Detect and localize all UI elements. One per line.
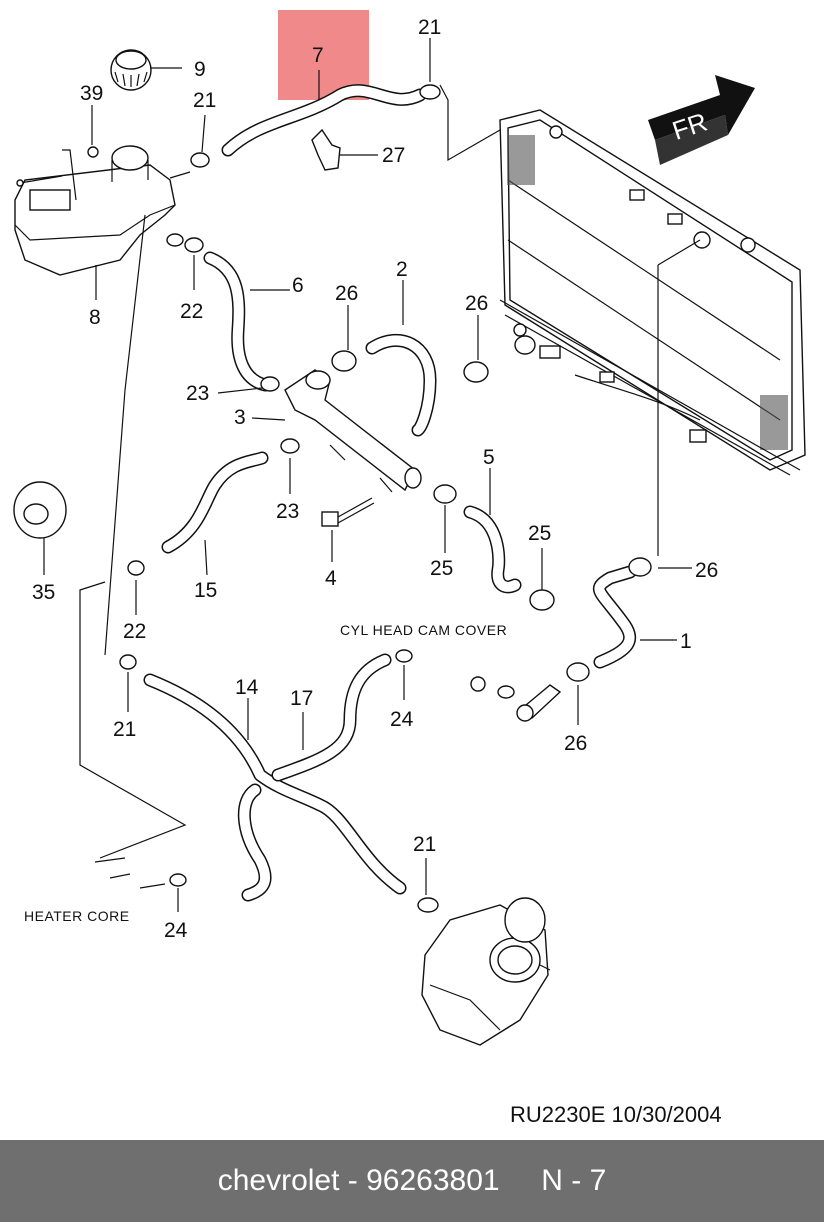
callout-27: 27 xyxy=(382,144,405,167)
water-outlet-pipe xyxy=(284,369,422,493)
callout-21: 21 xyxy=(418,16,441,39)
thermostat-housing xyxy=(470,676,562,722)
front-direction-arrow: FR xyxy=(648,75,755,165)
callout-2: 2 xyxy=(396,258,408,281)
radiator xyxy=(499,109,806,476)
callout-26: 26 xyxy=(465,292,488,315)
callout-26: 26 xyxy=(335,282,358,305)
footer-bar: chevrolet - 96263801 N - 7 xyxy=(0,1140,824,1222)
hose-clamps xyxy=(119,84,652,913)
reservoir-cap xyxy=(110,49,152,91)
heater-core-note: HEATER CORE xyxy=(24,908,130,924)
callout-26: 26 xyxy=(564,732,587,755)
callout-6: 6 xyxy=(292,274,304,297)
heater-core-outline xyxy=(79,581,187,859)
callout-26: 26 xyxy=(695,559,718,582)
callout-7: 7 xyxy=(312,44,324,67)
reference-code: RU2230E 10/30/2004 xyxy=(510,1102,722,1127)
cap-seal xyxy=(13,481,67,539)
bolt xyxy=(321,497,375,527)
callout-25: 25 xyxy=(430,557,453,580)
callout-labels: 7 21 9 39 21 27 8 6 22 26 2 26 23 3 5 23… xyxy=(32,16,718,942)
callout-14: 14 xyxy=(235,676,259,699)
callout-5: 5 xyxy=(483,446,495,469)
callout-25: 25 xyxy=(528,522,551,545)
leader-lines xyxy=(43,38,701,912)
callout-35: 35 xyxy=(32,581,55,604)
radiator-outlet xyxy=(514,335,561,359)
callout-22: 22 xyxy=(123,620,146,643)
callout-21: 21 xyxy=(413,833,436,856)
callout-3: 3 xyxy=(234,406,246,429)
coolant-reservoir xyxy=(14,145,191,276)
callout-24: 24 xyxy=(390,708,414,731)
callout-21: 21 xyxy=(113,718,136,741)
callout-23: 23 xyxy=(186,382,209,405)
cam-cover-note: CYL HEAD CAM COVER xyxy=(340,622,507,638)
callout-23: 23 xyxy=(276,500,299,523)
hose-bracket xyxy=(311,128,341,171)
callout-15: 15 xyxy=(194,579,217,602)
callout-22: 22 xyxy=(180,300,203,323)
callout-21: 21 xyxy=(193,89,216,112)
callout-24: 24 xyxy=(164,919,188,942)
callout-4: 4 xyxy=(325,567,337,590)
parts-diagram: FR xyxy=(13,10,806,1127)
callout-39: 39 xyxy=(80,82,103,105)
callout-1: 1 xyxy=(680,630,692,653)
footer-text: chevrolet - 96263801 N - 7 xyxy=(217,1164,607,1197)
callout-17: 17 xyxy=(290,687,313,710)
throttle-body xyxy=(421,897,551,1046)
callout-9: 9 xyxy=(194,58,206,81)
callout-8: 8 xyxy=(89,306,101,329)
